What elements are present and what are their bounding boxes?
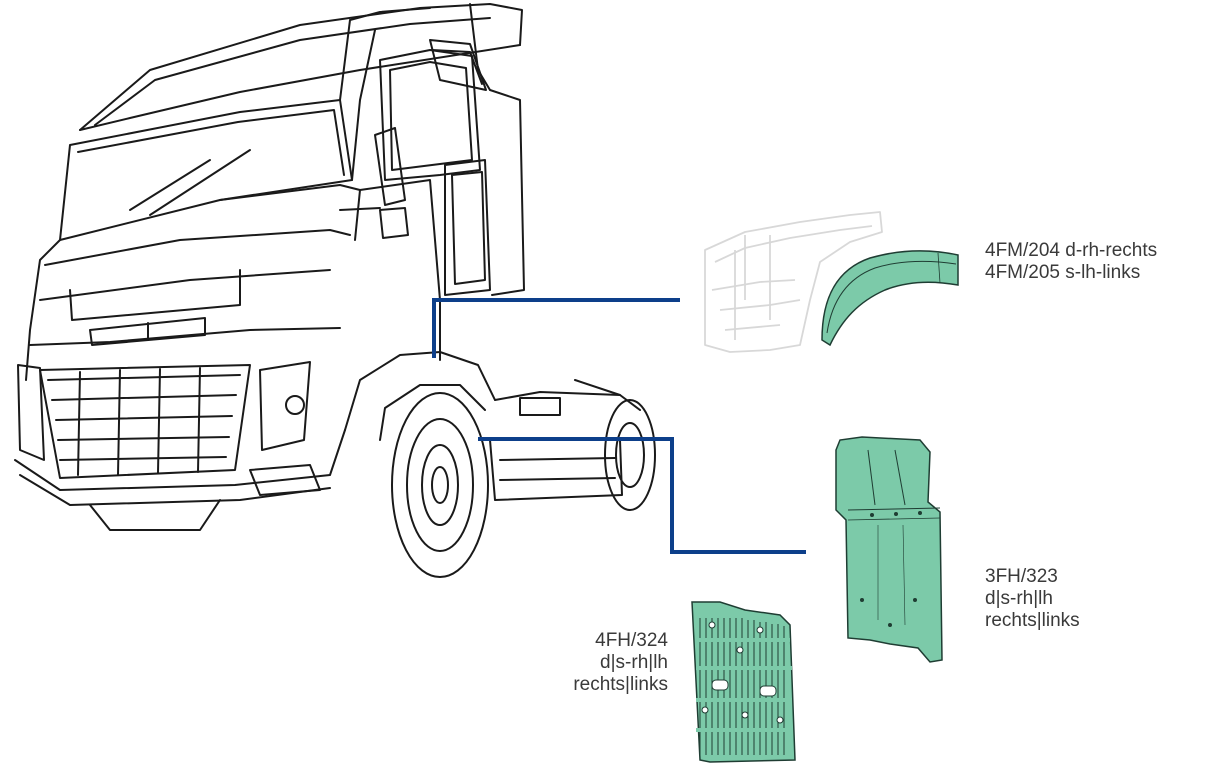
mudflap-panel (692, 602, 795, 762)
part-label-line: 4FH/324 (560, 630, 668, 652)
part-label-line: d|s-rh|lh (560, 652, 668, 674)
part-label-line: rechts|links (560, 674, 668, 696)
part-label-line: rechts|links (985, 610, 1080, 632)
rear-mudguard (836, 437, 942, 662)
part-label-line: d|s-rh|lh (985, 588, 1080, 610)
part-label-line: 3FH/323 (985, 566, 1080, 588)
part-label-line: 4FM/204 d-rh-rechts (985, 240, 1157, 262)
wheel-arch-fender (822, 251, 958, 345)
callout-line-fender (434, 300, 678, 356)
part-label-mudguard: 3FH/323 d|s-rh|lh rechts|links (985, 566, 1080, 632)
part-label-line: 4FM/205 s-lh-links (985, 262, 1157, 284)
callout-line-mudguard (480, 439, 804, 552)
truck-cab-illustration (15, 4, 655, 577)
callout-lines (434, 300, 804, 552)
part-label-fender: 4FM/204 d-rh-rechts 4FM/205 s-lh-links (985, 240, 1157, 284)
part-label-mudflap: 4FH/324 d|s-rh|lh rechts|links (560, 630, 668, 696)
